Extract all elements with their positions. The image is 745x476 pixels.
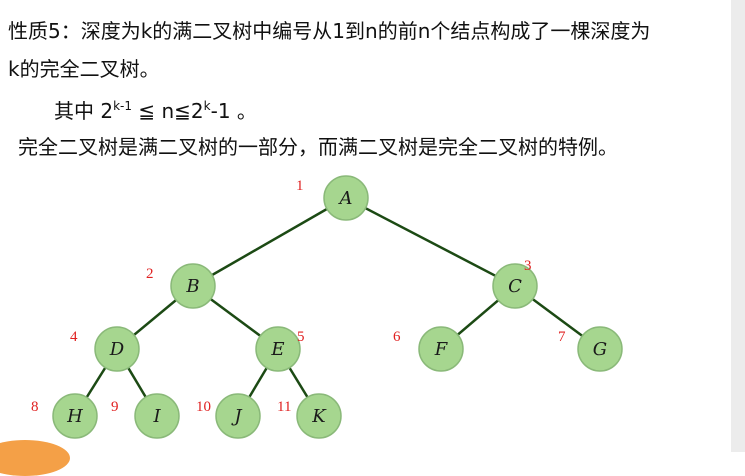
tree-node-number-E: 5 — [297, 329, 305, 345]
tree-node-label-H: H — [66, 406, 83, 427]
tree-node-label-K: K — [311, 406, 327, 427]
tree-node-E — [255, 326, 301, 372]
tree-node-label-D: D — [109, 339, 125, 360]
tree-edge-A-C — [345, 196, 516, 288]
inequality-exponent-2: k — [203, 99, 211, 113]
tree-node-A — [323, 175, 369, 221]
tree-node-C — [492, 263, 538, 309]
tree-node-H — [52, 393, 98, 439]
tree-node-number-C: 3 — [524, 258, 532, 274]
inequality-exponent-1: k-1 — [113, 99, 133, 113]
tree-node-J — [215, 393, 261, 439]
tree-node-I — [134, 393, 180, 439]
tree-node-number-F: 6 — [393, 329, 401, 345]
tree-node-number-I: 9 — [111, 399, 119, 415]
right-edge-strip — [731, 0, 745, 452]
tree-node-label-G: G — [593, 339, 607, 360]
tree-node-number-G: 7 — [558, 329, 566, 345]
tree-node-label-B: B — [185, 276, 199, 297]
tree-edge-A-B — [192, 196, 347, 288]
tree-node-D — [94, 326, 140, 372]
node-count-inequality: 其中 2k-1 ≦ n≦2k-1 。 — [54, 93, 257, 124]
tree-node-number-A: 1 — [296, 178, 304, 194]
tree-node-label-A: A — [338, 188, 353, 209]
tree-node-B — [170, 263, 216, 309]
property-5-statement: 性质5：深度为k的满二叉树中编号从1到n的前n个结点构成了一棵深度为 — [8, 19, 651, 43]
tree-node-number-K: 11 — [277, 399, 291, 415]
tree-node-label-C: C — [508, 276, 522, 297]
tree-node-F — [418, 326, 464, 372]
inequality-mid: ≦ n≦2 — [132, 99, 204, 123]
tree-node-label-E: E — [270, 339, 284, 360]
tree-node-K — [296, 393, 342, 439]
tree-node-number-B: 2 — [146, 266, 154, 282]
tree-node-label-F: F — [434, 339, 449, 360]
tree-node-G — [577, 326, 623, 372]
property-5-statement-cont: k的完全二叉树。 — [8, 57, 160, 81]
tree-node-label-J: J — [230, 406, 243, 427]
inequality-prefix: 其中 2 — [54, 99, 114, 123]
tree-node-number-D: 4 — [70, 329, 78, 345]
tree-node-label-I: I — [152, 406, 161, 427]
tree-node-number-J: 10 — [196, 399, 211, 415]
complete-vs-full-note: 完全二叉树是满二叉树的一部分，而满二叉树是完全二叉树的特例。 — [18, 135, 618, 159]
tree-node-number-H: 8 — [31, 399, 39, 415]
inequality-suffix: -1 。 — [210, 99, 257, 123]
